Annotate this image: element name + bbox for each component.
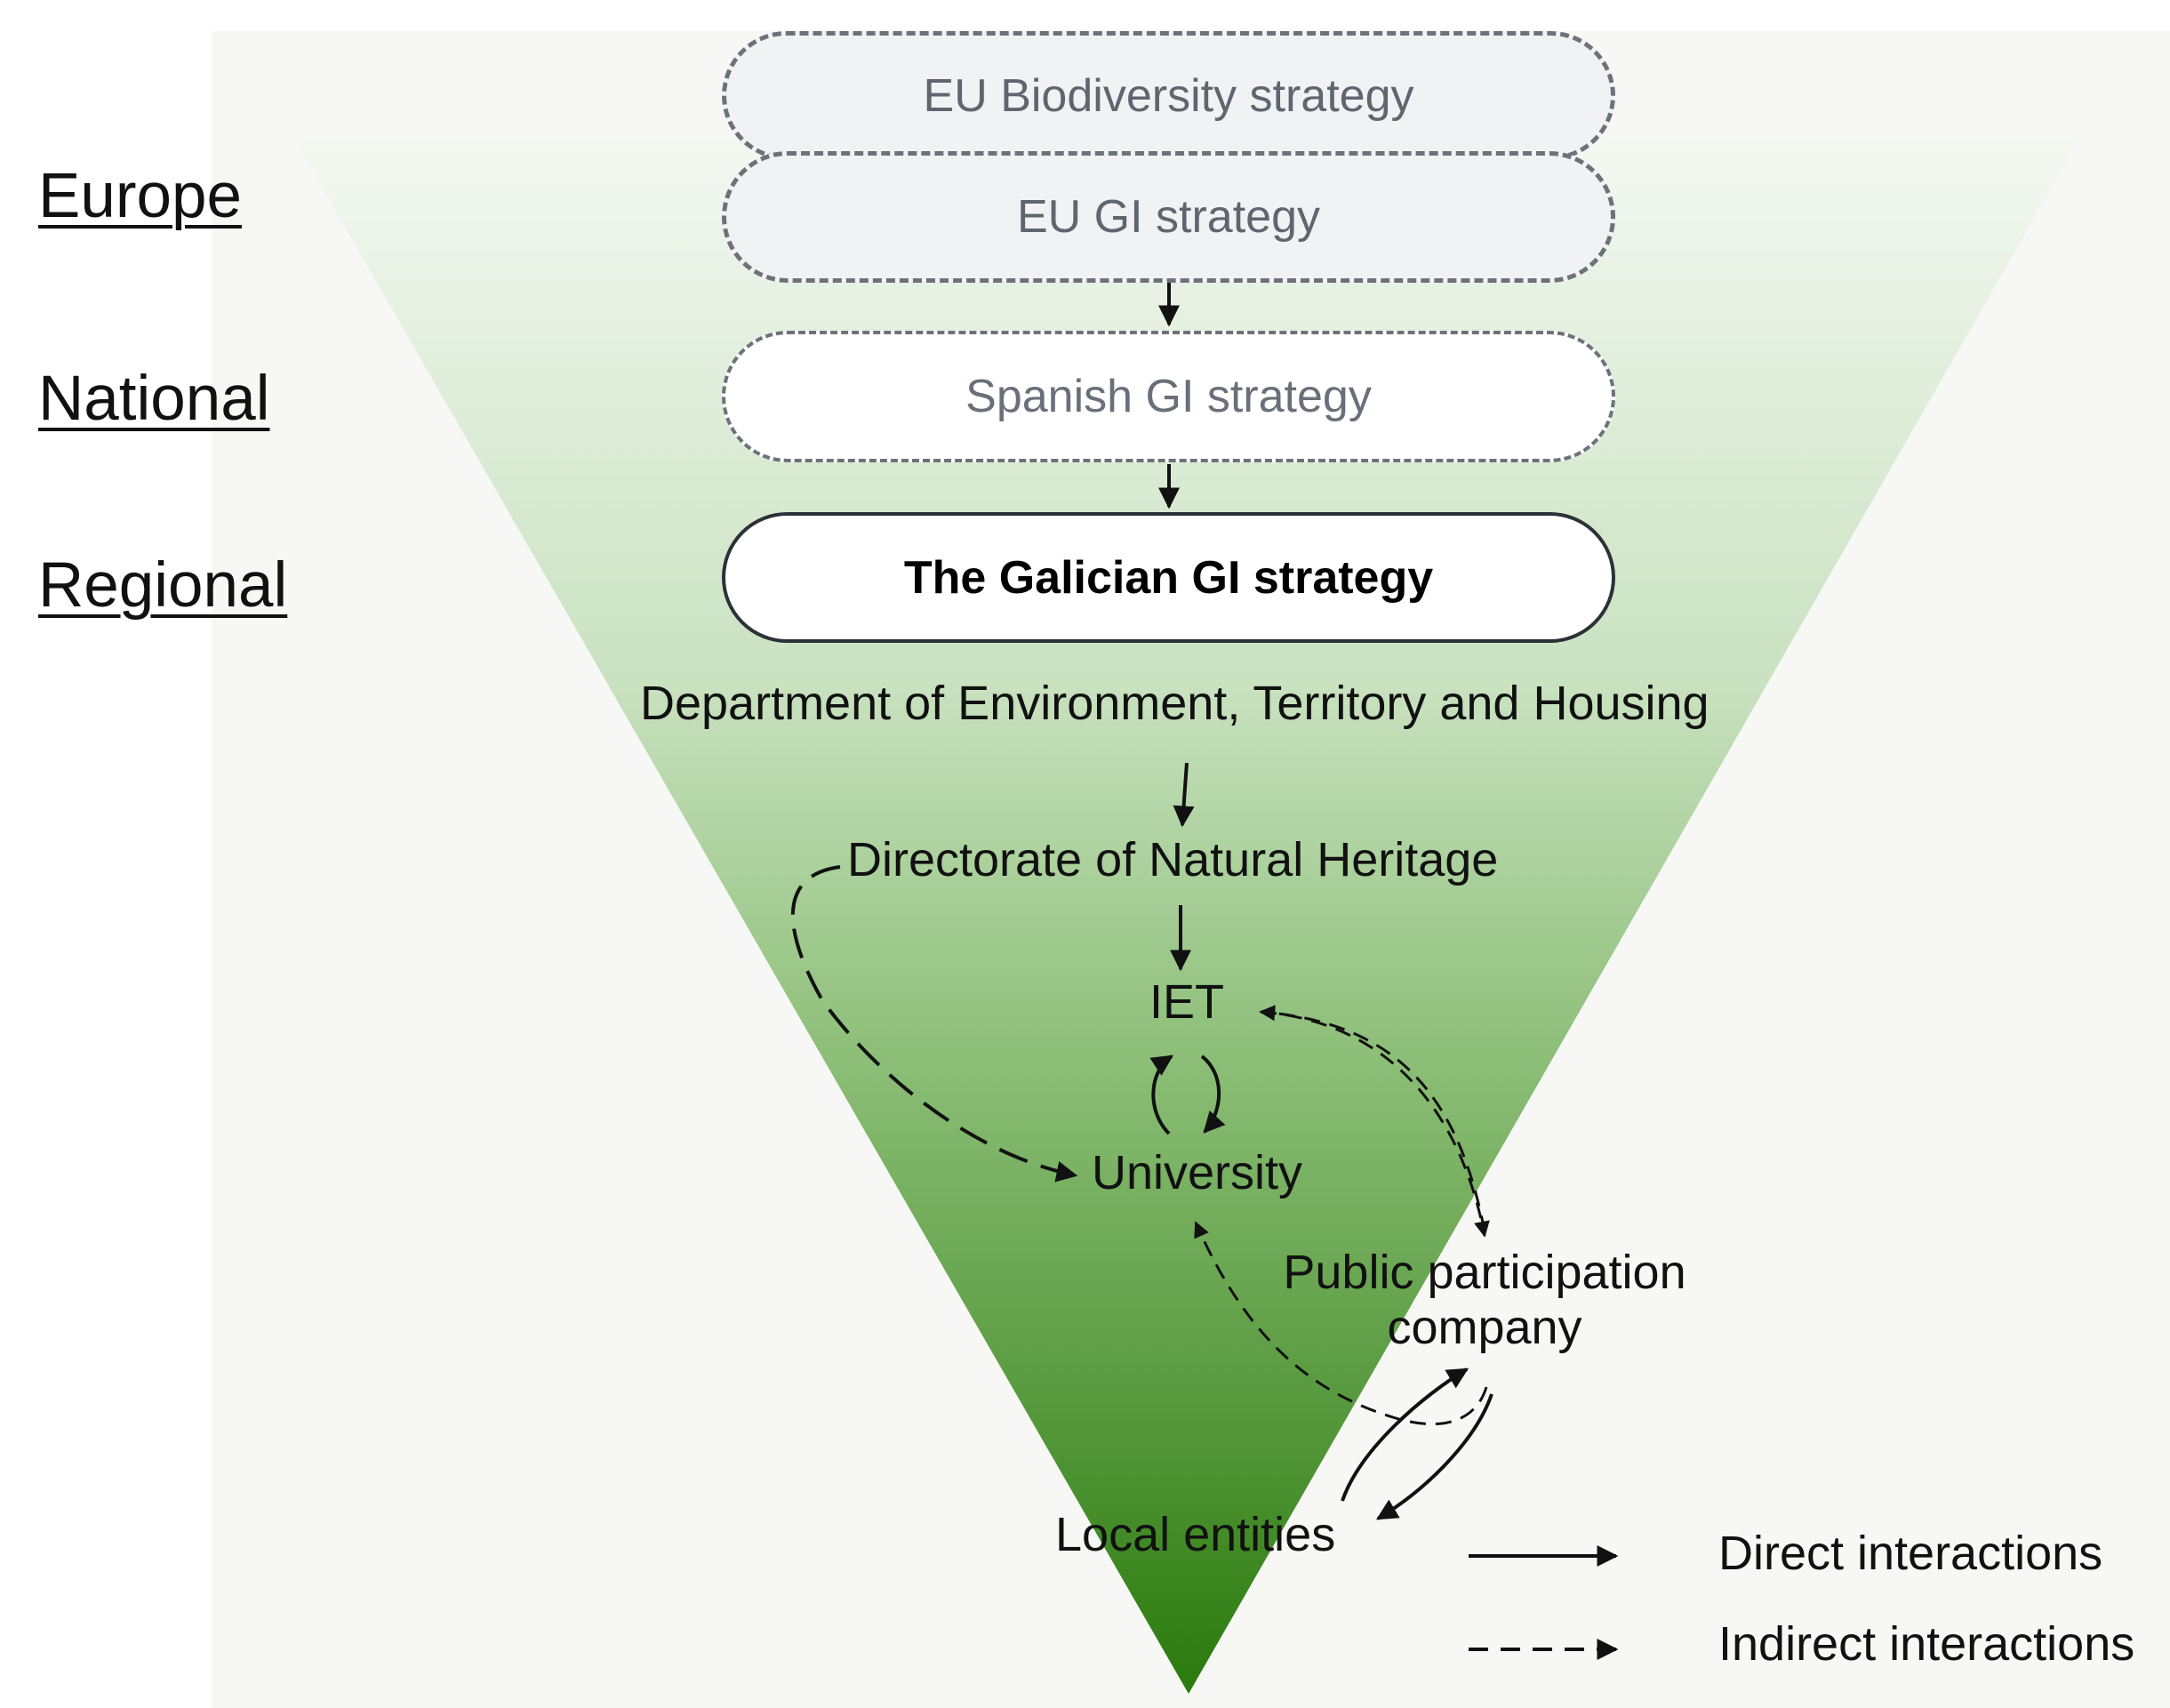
department-label: Department of Environment, Territory and… xyxy=(640,677,1710,730)
eu-biodiversity-strategy-box: EU Biodiversity strategy xyxy=(722,31,1615,160)
legend-indirect-label: Indirect interactions xyxy=(1718,1617,2135,1671)
level-regional: Regional xyxy=(38,550,288,621)
spanish-gi-strategy-label: Spanish GI strategy xyxy=(965,371,1372,422)
eu-biodiversity-strategy-label: EU Biodiversity strategy xyxy=(923,69,1414,122)
arrow-directorate-to-university xyxy=(790,865,1078,1183)
public-participation-line2: company xyxy=(1387,1301,1582,1355)
legend-direct-label: Direct interactions xyxy=(1718,1527,2103,1580)
arrow-department-to-directorate xyxy=(1173,762,1195,828)
level-national: National xyxy=(38,364,270,434)
iet-label: IET xyxy=(1149,975,1225,1029)
arrow-local-to-public xyxy=(1341,1367,1469,1502)
level-europe: Europe xyxy=(38,161,242,231)
arrow-public-to-iet xyxy=(1259,1005,1486,1232)
galician-gi-strategy-label: The Galician GI strategy xyxy=(903,551,1434,604)
arrow-iet-to-university xyxy=(1200,1054,1226,1134)
eu-gi-strategy-box: EU GI strategy xyxy=(722,151,1615,283)
galician-gi-strategy-box: The Galician GI strategy xyxy=(722,512,1615,643)
public-participation-line1: Public participation xyxy=(1283,1246,1686,1299)
arrow-public-to-university xyxy=(1194,1221,1488,1425)
arrow-iet-to-public xyxy=(1260,1010,1490,1238)
directorate-label: Directorate of Natural Heritage xyxy=(847,833,1499,886)
public-participation-company-label: Public participation company xyxy=(1280,1245,1689,1355)
governance-triangle xyxy=(293,138,2080,1694)
arrow-university-to-iet xyxy=(1149,1054,1174,1135)
spanish-gi-strategy-box: Spanish GI strategy xyxy=(722,331,1615,462)
arrow-public-to-local xyxy=(1375,1393,1493,1520)
eu-gi-strategy-label: EU GI strategy xyxy=(1017,191,1320,243)
local-entities-label: Local entities xyxy=(1055,1508,1336,1561)
university-label: University xyxy=(1092,1146,1303,1199)
